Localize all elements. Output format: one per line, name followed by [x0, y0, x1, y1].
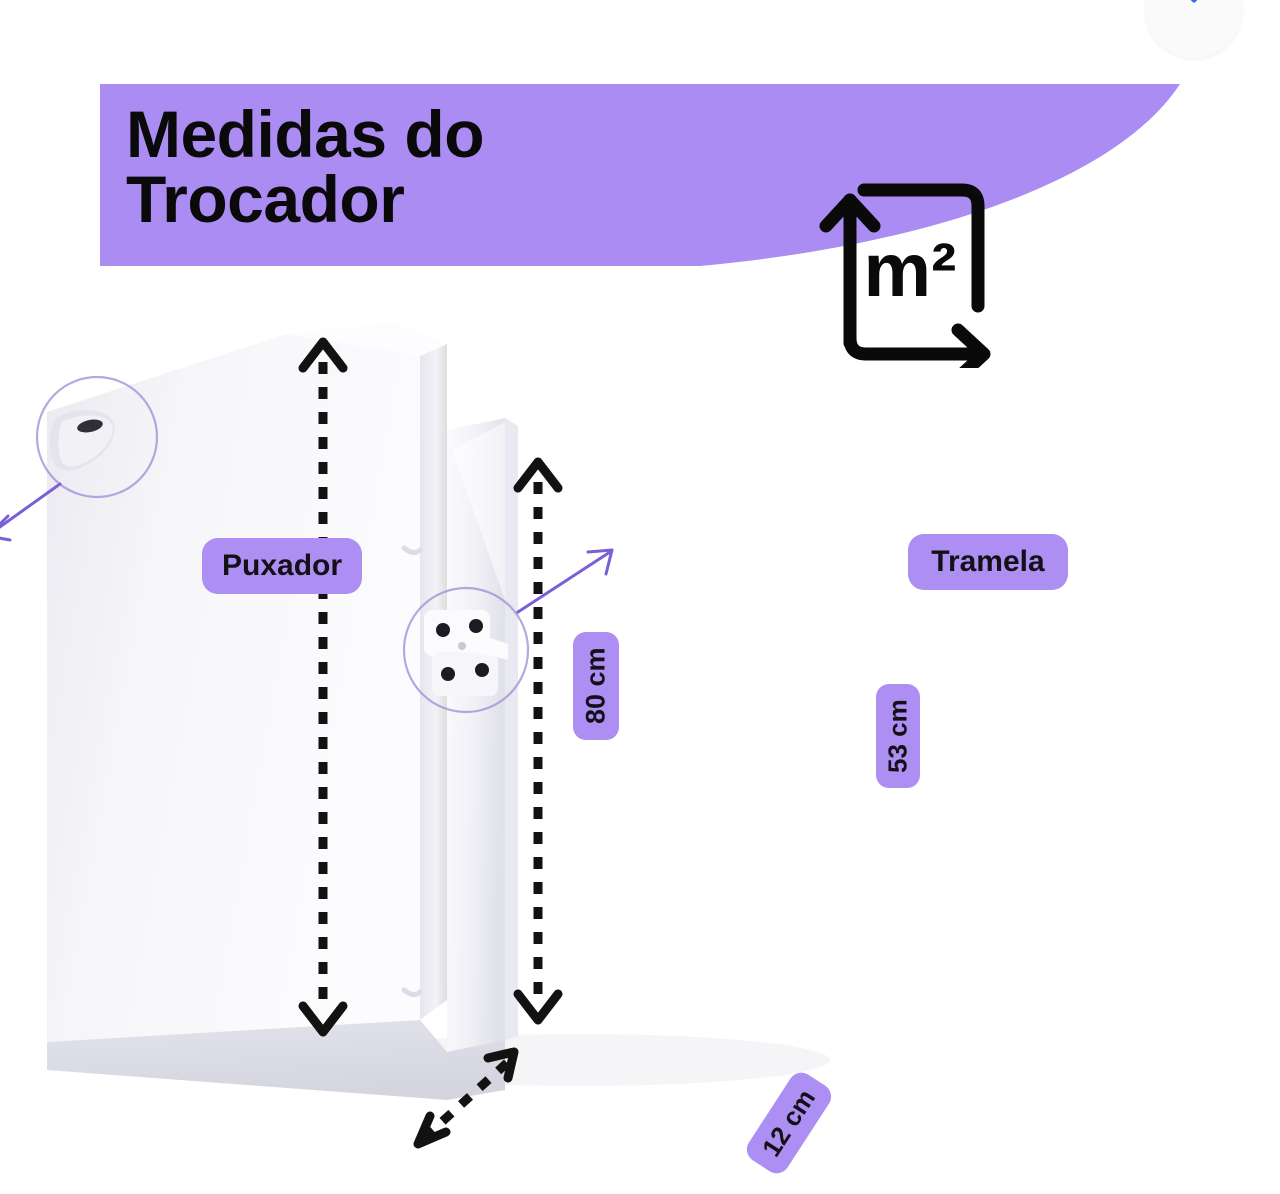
- tramela-highlight-circle: [402, 586, 530, 714]
- dimension-badge-height: 80 cm: [573, 632, 619, 740]
- scroll-down-button[interactable]: [1146, 0, 1242, 58]
- puxador-arrowhead: [0, 514, 12, 542]
- dimension-badge-width: 53 cm: [876, 684, 920, 788]
- tramela-callout-graphics: [402, 548, 614, 714]
- header-banner: Medidas do Trocador m²: [0, 84, 1280, 368]
- puxador-hardware: [49, 410, 115, 471]
- square-meter-icon: m²: [819, 183, 991, 368]
- tramela-hardware: [424, 610, 508, 696]
- callout-badge-puxador[interactable]: Puxador: [202, 538, 362, 594]
- puxador-highlight-circle: [35, 375, 159, 499]
- puxador-callout-graphics: [0, 375, 159, 542]
- chevron-down-icon: [1190, 0, 1198, 3]
- square-meter-label: m²: [864, 228, 957, 313]
- product-svg: [0, 322, 830, 1149]
- dimension-line-width: [513, 457, 563, 1025]
- dimension-line-depth: [413, 1047, 519, 1149]
- dimension-line-height: [298, 337, 348, 1037]
- banner-shape: [100, 84, 1180, 266]
- product-illustration: [0, 300, 1280, 1194]
- page-title: Medidas do Trocador: [126, 97, 485, 237]
- tramela-arrowhead: [586, 548, 614, 576]
- callout-badge-tramela[interactable]: Tramela: [908, 534, 1068, 590]
